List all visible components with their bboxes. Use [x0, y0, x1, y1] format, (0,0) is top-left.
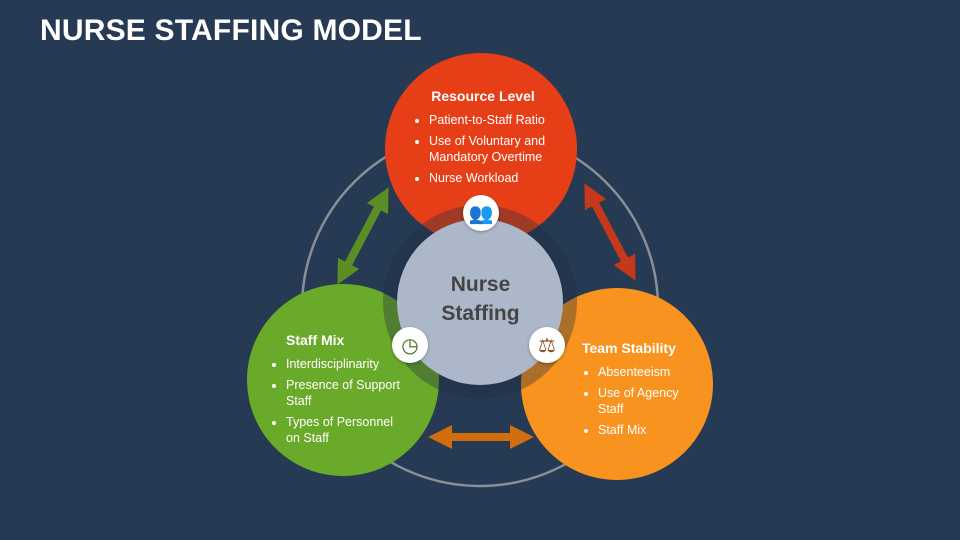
arrow-right	[584, 183, 636, 281]
list-item: Types of Personnel on Staff	[286, 414, 410, 446]
team-stability-circle	[521, 288, 713, 480]
resource-level-box: Resource Level Patient-to-Staff Ratio Us…	[413, 88, 573, 191]
staff-mix-circle	[247, 284, 439, 476]
list-item: Use of Voluntary and Mandatory Overtime	[429, 133, 573, 165]
center-line2: Staffing	[441, 302, 520, 325]
list-item: Nurse Workload	[429, 170, 573, 186]
list-item: Interdisciplinarity	[286, 356, 410, 372]
center-label: Nurse Staffing	[398, 270, 563, 328]
list-item: Patient-to-Staff Ratio	[429, 112, 573, 128]
arrow-left	[337, 187, 389, 285]
list-item: Staff Mix	[598, 422, 702, 438]
people-hand-icon: 👥	[463, 195, 499, 231]
list-item: Use of Agency Staff	[598, 385, 702, 417]
list-item: Presence of Support Staff	[286, 377, 410, 409]
center-circle	[397, 219, 563, 385]
center-line1: Nurse	[450, 273, 511, 296]
page-title: NURSE STAFFING MODEL	[40, 14, 422, 47]
resource-level-title: Resource Level	[431, 88, 535, 104]
resource-level-circle	[385, 53, 577, 245]
scales-icon: ⚖	[529, 327, 565, 363]
person-clock-icon: ◷	[392, 327, 428, 363]
staff-mix-title: Staff Mix	[286, 332, 345, 348]
team-stability-title: Team Stability	[582, 340, 676, 356]
list-item: Absenteeism	[598, 364, 702, 380]
staff-mix-box: Staff Mix Interdisciplinarity Presence o…	[270, 332, 410, 451]
team-stability-box: Team Stability Absenteeism Use of Agency…	[582, 340, 702, 443]
